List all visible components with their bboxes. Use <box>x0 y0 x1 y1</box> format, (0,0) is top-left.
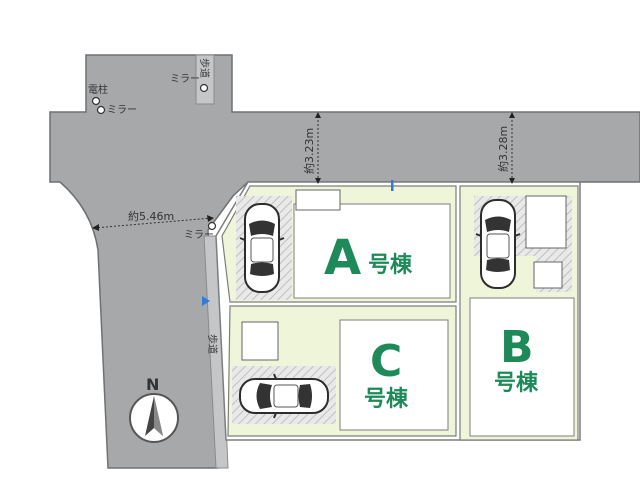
lot-b <box>459 185 579 441</box>
lot-a <box>221 185 457 303</box>
mirror-icon <box>96 105 106 115</box>
mirror-label-n: ミラー <box>170 73 200 85</box>
lot-c-house <box>339 319 449 431</box>
lot-b-house <box>469 297 575 437</box>
dimension-label-b: 約3.28m <box>496 126 510 172</box>
lot-c-suffix: 号棟 <box>364 386 409 412</box>
arrow-icon <box>202 296 210 306</box>
lot-a-suffix: 号棟 <box>368 252 413 278</box>
lot-a-letter: A <box>324 230 361 286</box>
pole-label: 電柱 <box>88 83 108 96</box>
mirror-label-nw: ミラー <box>107 104 137 116</box>
compass-north-label: N <box>146 375 159 394</box>
lot-b-letter: B <box>500 322 534 373</box>
mirror-marker-w: ミラー <box>184 221 217 241</box>
mirror-label-w: ミラー <box>184 229 214 241</box>
car-icon <box>239 203 285 293</box>
entrance-mark <box>391 180 394 191</box>
dimension-road-width: 約5.46m <box>92 209 214 231</box>
mirror-icon <box>199 83 209 93</box>
compass-icon: N <box>129 375 179 443</box>
car-icon <box>475 199 521 289</box>
sidewalk-strip-west <box>203 235 229 469</box>
pole-icon <box>91 96 101 106</box>
dimension-frontage-a: 約3.23m <box>302 112 321 184</box>
car-icon <box>239 373 329 419</box>
sidewalk-strip <box>195 54 215 105</box>
mirror-icon <box>207 221 217 231</box>
dimension-frontage-b: 約3.28m <box>496 112 515 184</box>
dimension-label-a: 約3.23m <box>302 128 316 174</box>
lot-a-house <box>293 203 451 299</box>
pole-marker: 電柱 <box>88 83 108 106</box>
lot-b-suffix: 号棟 <box>494 370 539 396</box>
lot-c <box>227 305 457 437</box>
mirror-marker-n: ミラー <box>170 73 209 93</box>
sidewalk-label-west: 歩道 <box>206 334 219 354</box>
road-width-label: 約5.46m <box>128 209 174 223</box>
mirror-marker-nw: ミラー <box>96 104 137 116</box>
lot-c-letter: C <box>370 336 402 387</box>
sidewalk-label-north: 歩道 <box>198 58 211 78</box>
